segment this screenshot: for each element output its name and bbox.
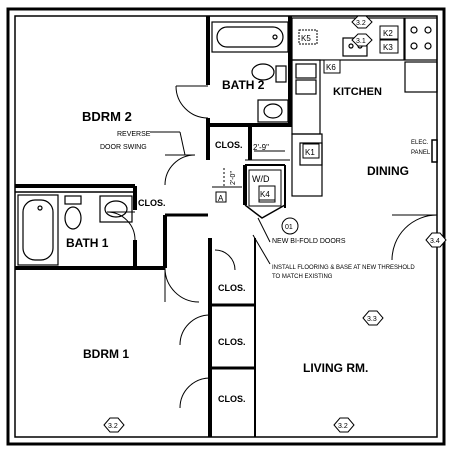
note-reverse-line2: DOOR SWING bbox=[100, 144, 147, 151]
closet-label-hall3: CLOS. bbox=[218, 394, 246, 404]
room-label-bath2: BATH 2 bbox=[222, 78, 265, 92]
marker-top-a: 3.2 bbox=[356, 20, 366, 27]
tag-k2: K2 bbox=[383, 29, 393, 38]
tag-k1: K1 bbox=[305, 148, 315, 157]
room-label-bdrm2: BDRM 2 bbox=[82, 109, 132, 124]
note-leaders bbox=[150, 131, 271, 265]
note-bifold: NEW BI-FOLD DOORS bbox=[272, 238, 346, 245]
wd-closet bbox=[212, 150, 290, 219]
tag-a: A bbox=[218, 194, 224, 203]
note-elec-line1: ELEC. bbox=[411, 140, 429, 146]
closet-label-bath2: CLOS. bbox=[215, 140, 243, 150]
dimension-width: 2'-9" bbox=[253, 143, 269, 152]
detail-circle bbox=[281, 217, 299, 235]
room-label-bath1: BATH 1 bbox=[66, 236, 109, 250]
note-flooring-line1: INSTALL FLOORING & BASE AT NEW THRESHOLD bbox=[272, 265, 415, 271]
door-swings bbox=[106, 85, 438, 409]
tag-k5: K5 bbox=[301, 34, 311, 43]
closet-label-hall2: CLOS. bbox=[218, 337, 246, 347]
bath2-fixtures bbox=[211, 21, 289, 123]
marker-bottom-right: 3.2 bbox=[338, 423, 348, 430]
marker-top-b: 3.1 bbox=[356, 38, 366, 45]
closet-label-bath1: CLOS. bbox=[138, 198, 166, 208]
note-elec-line2: PANEL bbox=[411, 150, 431, 156]
marker-bottom-left: 3.2 bbox=[108, 423, 118, 430]
room-label-living: LIVING RM. bbox=[303, 361, 368, 375]
tag-k6: K6 bbox=[326, 63, 336, 72]
room-label-bdrm1: BDRM 1 bbox=[83, 347, 129, 361]
exterior-walls bbox=[6, 7, 446, 446]
tag-k4: K4 bbox=[260, 190, 270, 199]
note-reverse-line1: REVERSE bbox=[117, 131, 151, 138]
room-label-kitchen: KITCHEN bbox=[333, 86, 382, 98]
label-wd: W/D bbox=[252, 174, 270, 184]
interior-walls bbox=[15, 16, 292, 437]
marker-right: 3.4 bbox=[430, 238, 440, 245]
bath1-fixtures bbox=[17, 194, 133, 266]
elevation-markers bbox=[103, 15, 447, 433]
dimension-depth: 2'-0" bbox=[230, 171, 237, 185]
room-label-dining: DINING bbox=[367, 164, 409, 178]
detail-tag: 01 bbox=[285, 224, 293, 231]
tag-k3: K3 bbox=[383, 43, 393, 52]
closet-label-hall1: CLOS. bbox=[218, 283, 246, 293]
key-tags bbox=[258, 25, 399, 201]
note-flooring-line2: TO MATCH EXISTING bbox=[272, 274, 333, 280]
marker-living: 3.3 bbox=[367, 316, 377, 323]
elec-panel bbox=[431, 139, 438, 163]
